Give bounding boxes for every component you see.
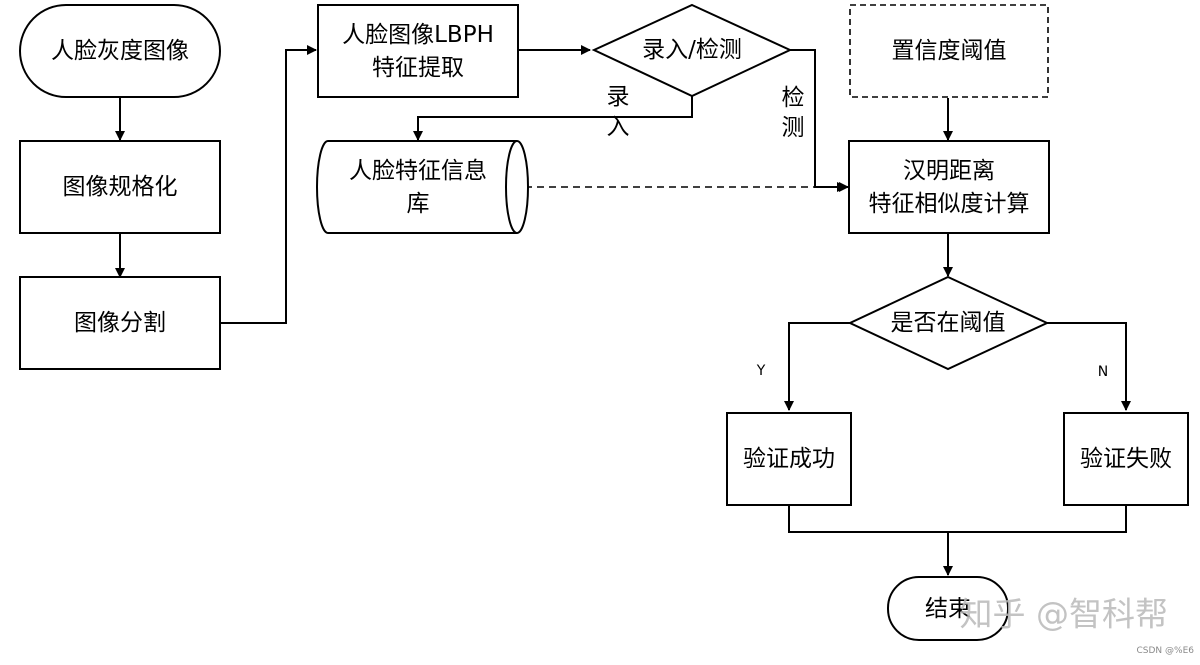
detect-label-char2: 测 [782,115,805,141]
enroll-label-char2: 入 [607,114,630,140]
segment-label: 图像分割 [74,310,166,336]
edge-inthreshold-yes [784,322,850,411]
lbph-label-line1: 人脸图像LBPH [342,22,494,48]
hamming-label-line2: 特征相似度计算 [869,191,1030,217]
success-label: 验证成功 [743,446,835,472]
threshold-decision-diamond [847,275,1050,371]
fail-label: 验证失败 [1080,446,1172,472]
confidence-threshold-box [849,4,1049,98]
success-box [726,412,852,506]
segment-box [19,276,221,370]
edge-decision-enroll-to-db [413,96,693,141]
edge-inthreshold-no [1047,322,1131,411]
mode-decision-label: 录入/检测 [642,37,742,63]
detect-label-char1: 检 [782,85,805,111]
end-label: 结束 [925,596,971,622]
confidence-threshold-label: 置信度阈值 [892,38,1007,64]
grayscale-terminal [19,4,221,98]
hamming-box [848,140,1050,234]
lbph-label-line2: 特征提取 [372,55,464,81]
threshold-decision-label: 是否在阈值 [891,310,1006,336]
normalize-label: 图像规格化 [63,174,178,200]
no-label: N [1098,364,1108,380]
csdn-credit: CSDN @%E6 [1137,646,1195,656]
edge-fail-merge [948,505,1127,533]
enroll-label-char1: 录 [607,84,630,110]
end-terminal [887,576,1009,641]
feature-database-cylinder [316,140,529,234]
grayscale-label: 人脸灰度图像 [51,38,189,64]
fail-box [1063,412,1189,506]
yes-label: Y [756,363,766,379]
zhihu-watermark: 知乎 @智科帮 [960,595,1169,634]
database-label-line1: 人脸特征信息 [349,158,487,184]
edge-segment-to-lbph [220,45,317,324]
normalize-box [19,140,221,234]
edge-success-merge [788,505,948,533]
hamming-label-line1: 汉明距离 [903,158,995,184]
mode-decision-diamond [591,3,793,98]
lbph-box [317,4,519,98]
database-label-line2: 库 [407,191,430,217]
